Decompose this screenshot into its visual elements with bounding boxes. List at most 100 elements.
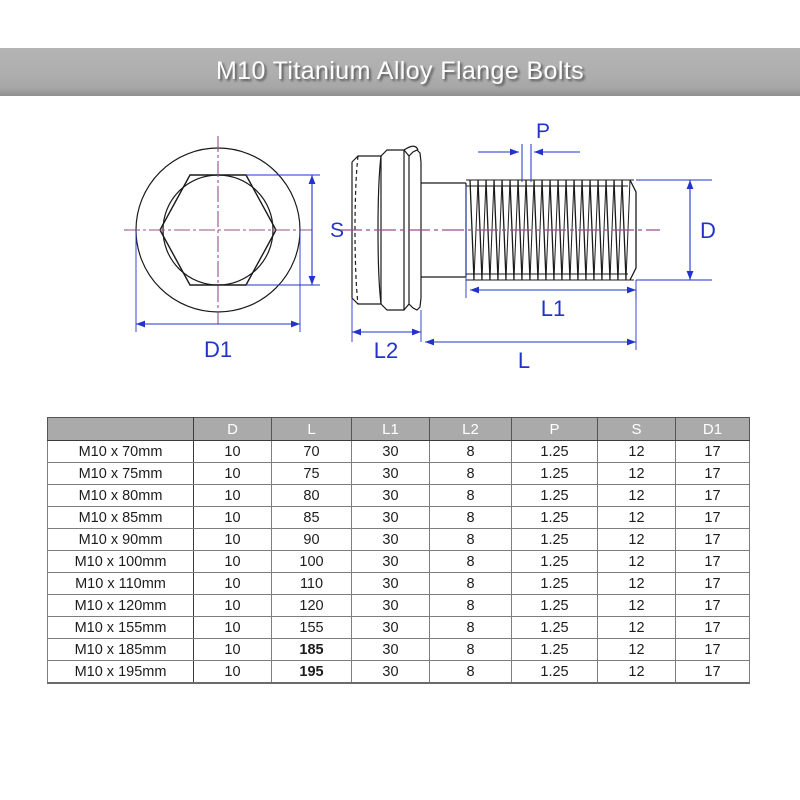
value-d1: 17 bbox=[675, 550, 750, 573]
value-d: 10 bbox=[193, 528, 272, 551]
column-header-d: D bbox=[193, 417, 272, 441]
value-d: 10 bbox=[193, 594, 272, 617]
value-p: 1.25 bbox=[511, 528, 598, 551]
value-l1: 30 bbox=[351, 506, 430, 529]
value-s: 12 bbox=[597, 550, 676, 573]
value-l2: 8 bbox=[429, 616, 512, 639]
value-d: 10 bbox=[193, 572, 272, 595]
flange-disc bbox=[403, 145, 422, 311]
value-l1: 30 bbox=[351, 616, 430, 639]
value-l2: 8 bbox=[429, 462, 512, 485]
value-d: 10 bbox=[193, 484, 272, 507]
value-l2: 8 bbox=[429, 506, 512, 529]
dimension-label-l: L bbox=[518, 348, 530, 373]
value-d1: 17 bbox=[675, 616, 750, 639]
value-l1: 30 bbox=[351, 572, 430, 595]
value-l2: 8 bbox=[429, 528, 512, 551]
value-l1: 30 bbox=[351, 528, 430, 551]
dimension-d: D bbox=[636, 179, 716, 281]
value-l: 110 bbox=[271, 572, 352, 595]
value-l1: 30 bbox=[351, 484, 430, 507]
value-d1: 17 bbox=[675, 638, 750, 661]
header-banner: M10 Titanium Alloy Flange Bolts bbox=[0, 48, 800, 96]
value-l: 185 bbox=[271, 638, 352, 661]
value-l2: 8 bbox=[429, 638, 512, 661]
column-header-name bbox=[47, 417, 194, 441]
value-s: 12 bbox=[597, 594, 676, 617]
value-p: 1.25 bbox=[511, 462, 598, 485]
value-l1: 30 bbox=[351, 638, 430, 661]
value-d1: 17 bbox=[675, 484, 750, 507]
value-p: 1.25 bbox=[511, 616, 598, 639]
value-d: 10 bbox=[193, 506, 272, 529]
table-header-row: D L L1 L2 P S D1 bbox=[47, 417, 750, 441]
value-l1: 30 bbox=[351, 550, 430, 573]
dimension-d1: D1 bbox=[135, 230, 301, 362]
dimension-p: P bbox=[478, 120, 580, 182]
value-d: 10 bbox=[193, 440, 272, 463]
column-header-l1: L1 bbox=[351, 417, 430, 441]
column-header-p: P bbox=[511, 417, 598, 441]
size-name: M10 x 100mm bbox=[47, 550, 194, 573]
value-s: 12 bbox=[597, 506, 676, 529]
value-s: 12 bbox=[597, 440, 676, 463]
dimension-label-p: P bbox=[536, 120, 550, 143]
value-l2: 8 bbox=[429, 484, 512, 507]
size-name: M10 x 120mm bbox=[47, 594, 194, 617]
column-header-l2: L2 bbox=[429, 417, 512, 441]
value-l2: 8 bbox=[429, 594, 512, 617]
value-l: 100 bbox=[271, 550, 352, 573]
size-name: M10 x 185mm bbox=[47, 638, 194, 661]
value-l: 75 bbox=[271, 462, 352, 485]
size-name: M10 x 80mm bbox=[47, 484, 194, 507]
value-l1: 30 bbox=[351, 660, 430, 684]
column-header-l: L bbox=[271, 417, 352, 441]
side-view: P D L1 L2 bbox=[340, 120, 716, 373]
value-d1: 17 bbox=[675, 440, 750, 463]
value-l1: 30 bbox=[351, 462, 430, 485]
dimension-label-l2: L2 bbox=[374, 338, 398, 363]
value-p: 1.25 bbox=[511, 660, 598, 684]
value-d1: 17 bbox=[675, 528, 750, 551]
value-l1: 30 bbox=[351, 440, 430, 463]
value-d: 10 bbox=[193, 660, 272, 684]
value-l: 90 bbox=[271, 528, 352, 551]
value-d: 10 bbox=[193, 550, 272, 573]
value-p: 1.25 bbox=[511, 506, 598, 529]
size-name: M10 x 195mm bbox=[47, 660, 194, 684]
dimension-label-d: D bbox=[700, 218, 716, 243]
size-name: M10 x 90mm bbox=[47, 528, 194, 551]
value-l: 70 bbox=[271, 440, 352, 463]
value-s: 12 bbox=[597, 462, 676, 485]
size-name: M10 x 75mm bbox=[47, 462, 194, 485]
value-l: 155 bbox=[271, 616, 352, 639]
value-d1: 17 bbox=[675, 572, 750, 595]
technical-drawing: S D1 bbox=[0, 120, 800, 390]
value-s: 12 bbox=[597, 572, 676, 595]
dimension-l: L bbox=[425, 290, 637, 373]
value-l2: 8 bbox=[429, 660, 512, 684]
dimension-label-d1: D1 bbox=[204, 337, 232, 362]
value-l2: 8 bbox=[429, 550, 512, 573]
dimension-label-s: S bbox=[330, 219, 344, 242]
value-l: 80 bbox=[271, 484, 352, 507]
dimension-l2: L2 bbox=[351, 298, 422, 363]
value-l: 85 bbox=[271, 506, 352, 529]
front-view: S D1 bbox=[124, 136, 344, 362]
size-name: M10 x 155mm bbox=[47, 616, 194, 639]
column-header-s: S bbox=[597, 417, 676, 441]
column-header-d1: D1 bbox=[675, 417, 750, 441]
value-s: 12 bbox=[597, 528, 676, 551]
value-d1: 17 bbox=[675, 594, 750, 617]
value-d: 10 bbox=[193, 462, 272, 485]
value-p: 1.25 bbox=[511, 484, 598, 507]
value-l: 195 bbox=[271, 660, 352, 684]
